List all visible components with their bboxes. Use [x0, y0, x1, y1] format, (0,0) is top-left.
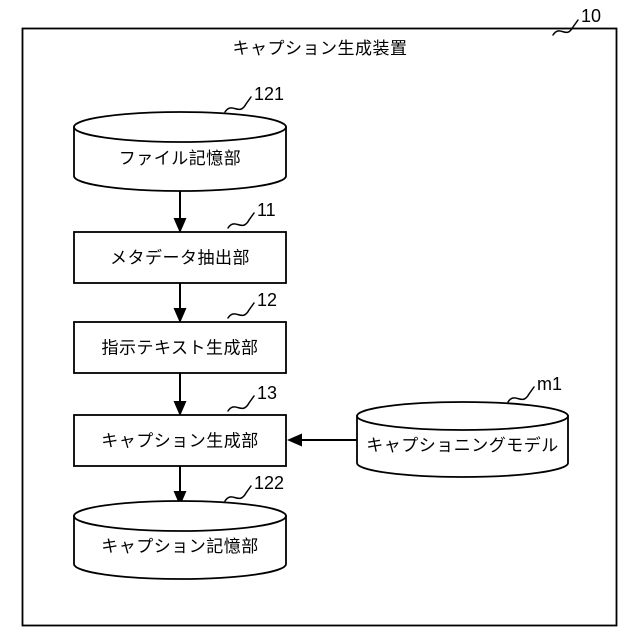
ref-number-13: 13 — [257, 383, 277, 403]
leader-line-11 — [227, 212, 255, 229]
node-caption-generation[interactable]: キャプション生成部 — [73, 414, 287, 467]
ref-number-122: 122 — [254, 473, 284, 493]
metadata-extraction-box — [73, 231, 287, 284]
leader-line-121 — [224, 96, 252, 113]
ref-number-10: 10 — [581, 6, 601, 26]
file-storage-cylinder-body — [73, 126, 287, 192]
node-caption-storage[interactable]: キャプション記憶部 — [73, 500, 287, 580]
arrow-instruction-to-caption-generation — [173, 373, 187, 416]
ref-number-12: 12 — [257, 290, 277, 310]
leader-line-m1 — [507, 386, 535, 403]
file-storage-cylinder-top — [73, 111, 287, 143]
node-file-storage[interactable]: ファイル記憶部 — [73, 111, 287, 192]
leader-line-13 — [227, 395, 255, 412]
ref-number-11: 11 — [257, 200, 276, 220]
ref-number-m1: m1 — [537, 374, 562, 394]
instruction-text-generation-box — [73, 321, 287, 374]
leader-line-10 — [552, 19, 579, 36]
caption-storage-cylinder-top — [73, 500, 287, 532]
metadata-extraction-label: メタデータ抽出部 — [110, 248, 250, 269]
file-storage-label: ファイル記憶部 — [119, 149, 242, 169]
arrow-model-to-caption-generation — [287, 433, 357, 447]
arrow-caption-generation-to-storage — [173, 466, 187, 506]
captioning-model-cylinder-body — [356, 415, 569, 478]
instruction-text-generation-label: 指示テキスト生成部 — [102, 339, 259, 359]
captioning-model-cylinder-top — [356, 401, 569, 431]
caption-storage-label: キャプション記憶部 — [101, 537, 259, 557]
caption-generation-box — [73, 414, 287, 467]
leader-line-122 — [224, 485, 252, 502]
apparatus-title: キャプション生成装置 — [233, 39, 408, 59]
ref-number-121: 121 — [254, 84, 284, 104]
node-metadata-extraction[interactable]: メタデータ抽出部 — [73, 231, 287, 284]
captioning-model-label: キャプショニングモデル — [366, 435, 559, 456]
caption-generation-label: キャプション生成部 — [101, 432, 259, 452]
node-instruction-text-generation[interactable]: 指示テキスト生成部 — [73, 321, 287, 374]
arrow-file-storage-to-metadata — [173, 191, 187, 233]
caption-storage-cylinder-body — [73, 515, 287, 580]
arrow-metadata-to-instruction — [173, 283, 187, 323]
leader-line-12 — [227, 302, 255, 319]
node-captioning-model[interactable]: キャプショニングモデル — [356, 401, 569, 478]
